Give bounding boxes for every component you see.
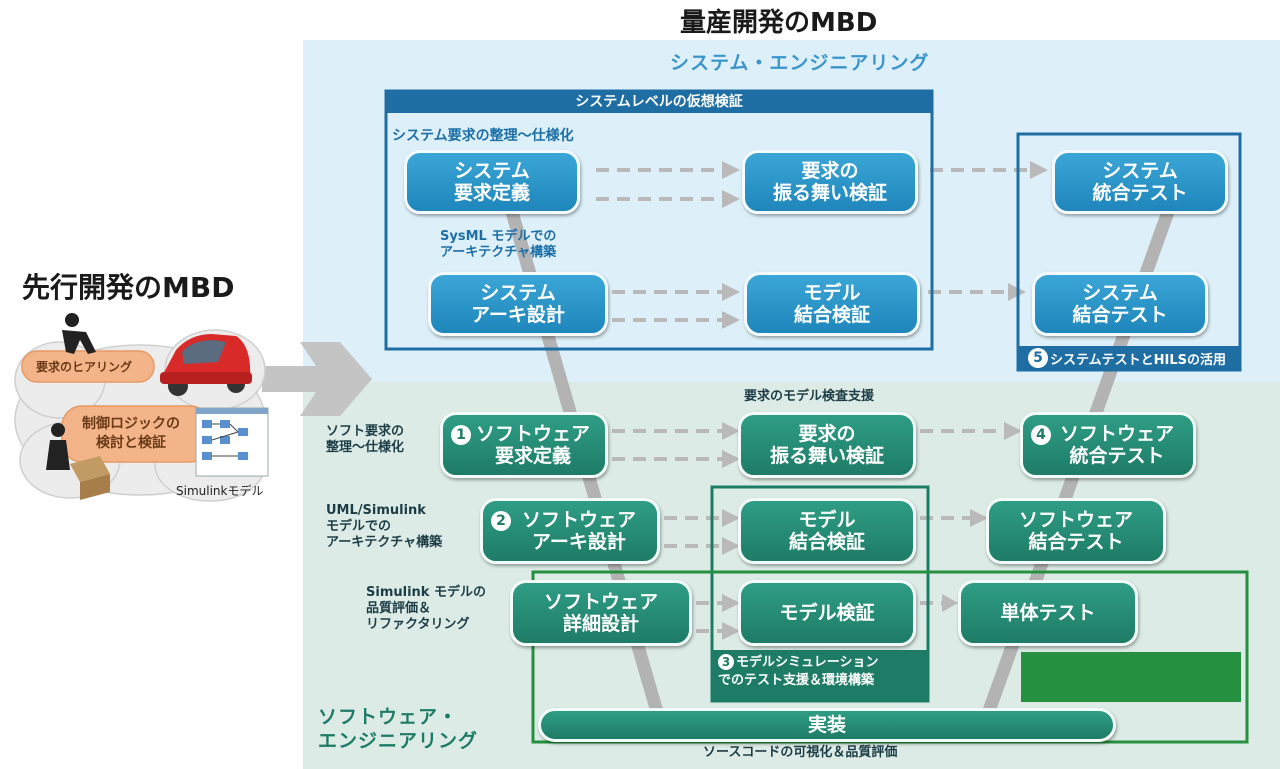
hils-frame	[1016, 132, 1242, 372]
badge-4: 4	[1031, 425, 1051, 445]
person-thinking-icon	[62, 313, 96, 354]
node-system-join-test: システム 結合テスト	[1032, 272, 1208, 336]
pre-development-title: 先行開発のMBD	[22, 271, 235, 304]
badge-1: 1	[451, 425, 471, 445]
unit-impl-frame	[531, 570, 1249, 744]
source-code-label: ソースコードの可視化＆品質評価	[703, 745, 898, 760]
simulink-quality-label: Simulink モデルの 品質評価＆ リファクタリング	[366, 585, 486, 632]
node-software-integration-test: 4 ソフトウェア 統合テスト	[1020, 412, 1196, 478]
node-unit-test: 単体テスト	[958, 580, 1138, 646]
uml-label: UML/Simulink モデルでの アーキテクチャ構築	[326, 503, 443, 550]
node-model-integration-software: モデル 結合検証	[738, 498, 916, 564]
person-box-icon	[46, 423, 110, 500]
node-system-integration-test: システム 統合テスト	[1052, 150, 1228, 214]
mass-production-title: 量産開発のMBD	[680, 8, 878, 38]
hils-badge-strip: 5 システムテストとHILSの活用	[1018, 346, 1240, 370]
system-virtual-header: システムレベルの仮想検証	[386, 91, 932, 113]
sys-req-label: システム要求の整理～仕様化	[392, 128, 574, 144]
system-engineering-title: システム・エンジニアリング	[670, 52, 930, 74]
node-software-requirements-text: ソフトウェア 要求定義	[475, 423, 590, 467]
node-system-requirements: システム 要求定義	[404, 150, 580, 214]
control-logic-text: 制御ロジックの 検討と検証	[82, 416, 180, 451]
node-model-verification: モデル検証	[738, 580, 916, 646]
node-software-requirements: 1 ソフトウェア 要求定義	[440, 412, 608, 478]
req-hearing-text: 要求のヒアリング	[36, 360, 133, 374]
badge-3: 3	[718, 654, 734, 670]
node-req-behavior-system: 要求の 振る舞い検証	[742, 150, 918, 214]
node-system-architecture: システム アーキ設計	[428, 272, 608, 336]
node-model-integration-system: モデル 結合検証	[744, 272, 920, 336]
node-req-behavior-software: 要求の 振る舞い検証	[738, 412, 916, 478]
sysml-label: SysML モデルでの アーキテクチャ構築	[440, 229, 557, 260]
soft-req-label: ソフト要求の 整理～仕様化	[326, 424, 405, 455]
req-model-support-label: 要求のモデル検査支援	[744, 389, 875, 404]
simulink-model-thumbnail	[195, 407, 269, 477]
model-int-frame	[710, 485, 930, 703]
node-software-join-test: ソフトウェア 結合テスト	[986, 498, 1166, 564]
green-legend-block	[1021, 652, 1241, 702]
simulink-model-caption: Simulinkモデル	[176, 484, 264, 498]
transition-arrow	[262, 342, 372, 416]
car-icon	[160, 334, 252, 396]
badge-2: 2	[491, 511, 511, 531]
node-software-integration-test-text: ソフトウェア 統合テスト	[1059, 423, 1174, 467]
node-software-architecture-text: ソフトウェア アーキ設計	[521, 509, 636, 553]
node-implementation: 実装	[538, 708, 1116, 742]
node-software-detail-design: ソフトウェア 詳細設計	[510, 580, 692, 646]
sim-support-label: モデルシミュレーション でのテスト支援＆環境構築	[718, 655, 879, 688]
software-engineering-title: ソフトウェア・ エンジニアリング	[318, 706, 479, 752]
node-software-architecture: 2 ソフトウェア アーキ設計	[480, 498, 660, 564]
badge-5: 5	[1028, 348, 1048, 368]
hils-label: システムテストとHILSの活用	[1050, 352, 1226, 368]
